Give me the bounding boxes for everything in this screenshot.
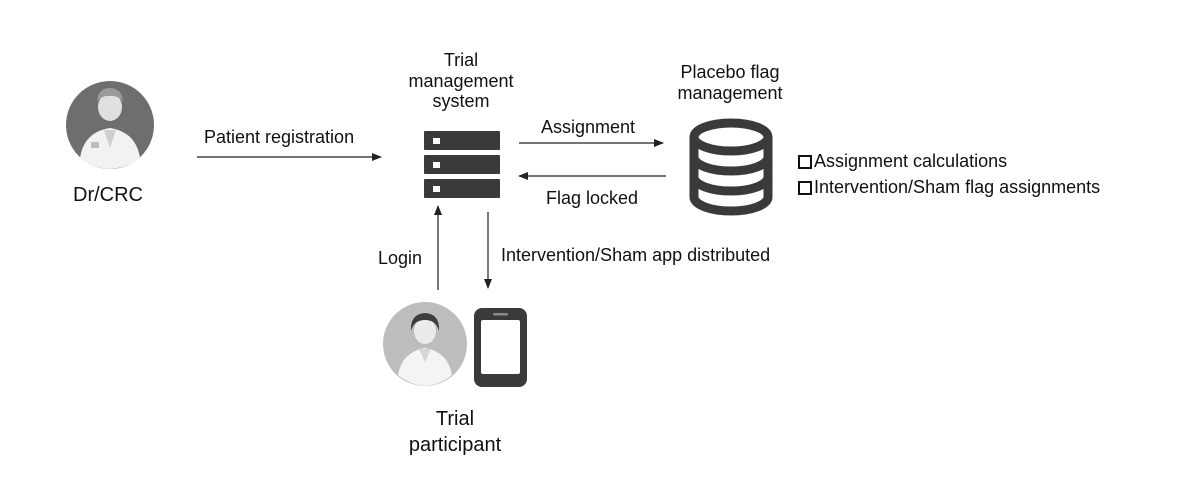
participant-avatar-icon [383, 302, 467, 386]
trial-management-line3: system [432, 91, 490, 112]
smartphone-icon [474, 308, 527, 387]
trial-management-line1: Trial [443, 50, 479, 70]
checklist-item-label: Intervention/Sham flag assignments [814, 177, 1101, 197]
participant-label-line1: Trial [435, 408, 475, 430]
placebo-flag-line1: Placebo flag [680, 62, 780, 82]
assignment-label: Assignment [541, 117, 636, 137]
database-icon [689, 118, 773, 216]
checklist-item: Intervention/Sham flag assignments [798, 177, 1100, 198]
checklist-item: Assignment calculations [798, 151, 1007, 172]
checkbox-icon [798, 154, 812, 169]
trial-management-line2: management [408, 70, 514, 91]
doctor-avatar-icon [66, 81, 154, 169]
doctor-label: Dr/CRC [73, 184, 143, 206]
app-distributed-label: Intervention/Sham app distributed [501, 245, 771, 265]
checkbox-icon [798, 180, 812, 195]
checklist-item-label: Assignment calculations [814, 151, 1008, 171]
placebo-flag-title: Placebo flag management [664, 62, 796, 103]
flag-locked-label: Flag locked [546, 188, 639, 208]
trial-management-title: Trial management system [398, 50, 524, 112]
login-label: Login [378, 248, 423, 268]
patient-registration-label: Patient registration [204, 127, 355, 147]
server-icon [424, 131, 500, 198]
placebo-flag-line2: management [677, 82, 783, 103]
participant-label-line2: participant [408, 434, 502, 456]
participant-label: Trial participant [385, 406, 525, 458]
